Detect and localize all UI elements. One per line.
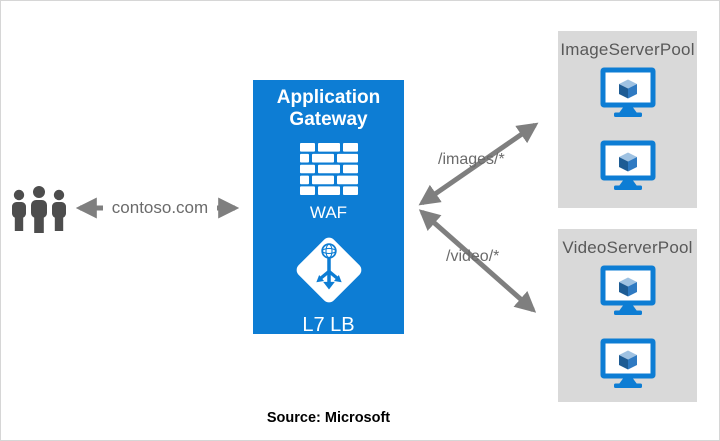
virtual-machine-icon <box>600 140 655 190</box>
users-icon <box>12 186 66 233</box>
video-server-pool-box: VideoServerPool <box>558 229 697 402</box>
waf-label: WAF <box>309 202 348 222</box>
gateway-title: Application Gateway <box>276 87 381 131</box>
video-route-label: /video/* <box>446 248 500 265</box>
l7-lb-label: L7 LB <box>302 313 355 336</box>
virtual-machine-icon <box>600 338 655 388</box>
image-server-pool-box: ImageServerPool <box>558 31 697 208</box>
pool-title: ImageServerPool <box>560 40 695 59</box>
virtual-machine-icon <box>600 67 655 117</box>
source-note: Source: Microsoft <box>266 410 391 426</box>
virtual-machine-icon <box>600 265 655 315</box>
firewall-bricks-icon <box>299 142 358 200</box>
application-gateway-box: Application Gateway <box>253 80 404 336</box>
images-route-label: /images/* <box>438 151 505 168</box>
client-arrow-label: contoso.com <box>103 197 217 219</box>
pool-title: VideoServerPool <box>562 238 693 257</box>
load-balancer-diamond-icon <box>290 231 368 314</box>
